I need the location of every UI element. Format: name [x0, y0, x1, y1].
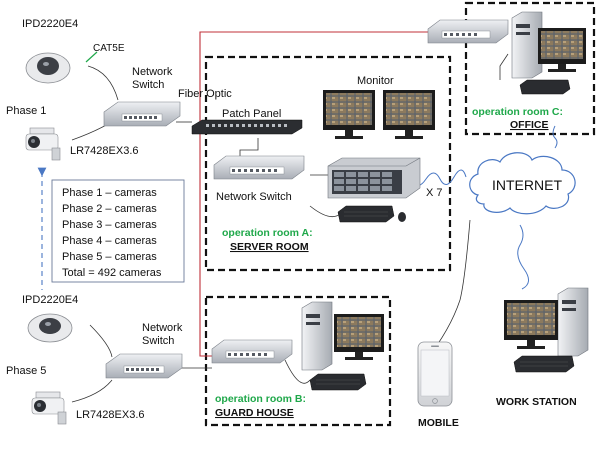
server-icon — [327, 157, 421, 199]
monitor-icon — [334, 314, 384, 360]
op-room-a-label: operation room A: — [222, 227, 313, 239]
tower-pc-icon — [511, 11, 543, 79]
mouse-icon — [398, 212, 406, 222]
tower-pc-icon — [301, 301, 333, 371]
patch-panel-label: Patch Panel — [222, 108, 281, 120]
mobile-label: MOBILE — [418, 417, 459, 429]
network-switch-icon — [211, 339, 293, 364]
network-switch-2-label-b: Switch — [142, 335, 174, 347]
monitor-label: Monitor — [357, 75, 394, 87]
network-switch-a-label: Network Switch — [216, 191, 292, 203]
network-switch-2-label: Network — [142, 322, 183, 334]
phase-line-4: Phase 4 – cameras — [62, 235, 157, 247]
phase-summary-box — [51, 179, 185, 283]
phase1-label: Phase 1 — [6, 105, 46, 117]
dome-camera-icon — [27, 313, 73, 343]
monitor-icon — [383, 90, 435, 139]
phase-line-5: Phase 5 – cameras — [62, 251, 157, 263]
fiber-optic-label: Fiber Optic — [178, 88, 232, 100]
room-b-boundary — [204, 295, 392, 427]
dome-camera-icon — [25, 52, 71, 84]
phase-line-3: Phase 3 – cameras — [62, 219, 157, 231]
guard-house-label: GUARD HOUSE — [215, 407, 294, 419]
network-switch-1-label-b: Switch — [132, 79, 164, 91]
smartphone-icon — [417, 341, 453, 407]
op-room-b-label: operation room B: — [215, 393, 306, 405]
keyboard-icon — [513, 355, 575, 373]
cat5e-label: CAT5E — [93, 43, 125, 54]
network-switch-icon — [103, 101, 181, 127]
network-switch-icon — [105, 353, 183, 379]
network-switch-icon — [213, 155, 305, 180]
cat5e-pointer — [85, 51, 98, 63]
phase-total: Total = 492 cameras — [62, 267, 162, 279]
monitor-icon — [323, 90, 375, 139]
office-label: OFFICE — [510, 119, 549, 131]
squiggle-link-internet-workstation — [517, 224, 529, 290]
room-a-boundary — [204, 55, 452, 272]
tower-pc-icon — [557, 287, 589, 357]
keyboard-icon — [309, 373, 367, 391]
camera-dome-bottom-label: IPD2220E4 — [22, 294, 78, 306]
room-c-boundary — [464, 1, 596, 136]
camera-bullet-bottom-label: LR7428EX3.6 — [76, 409, 145, 421]
phase5-label: Phase 5 — [6, 365, 46, 377]
internet-label: INTERNET — [492, 177, 562, 193]
camera-bullet-top-label: LR7428EX3.6 — [70, 145, 139, 157]
server-count-label: X 7 — [426, 187, 443, 199]
work-station-label: WORK STATION — [496, 396, 577, 408]
keyboard-icon — [519, 79, 571, 95]
camera-dome-top-label: IPD2220E4 — [22, 18, 78, 30]
server-room-label: SERVER ROOM — [230, 241, 309, 253]
cloud-icon — [469, 152, 576, 215]
monitor-icon — [538, 28, 586, 72]
bullet-camera-icon — [31, 391, 67, 425]
squiggle-link-internet-office — [552, 125, 558, 149]
patch-panel-icon — [191, 119, 303, 135]
bullet-camera-icon — [25, 127, 61, 161]
phase-line-1: Phase 1 – cameras — [62, 187, 157, 199]
phase-line-2: Phase 2 – cameras — [62, 203, 157, 215]
network-switch-icon — [427, 19, 509, 44]
keyboard-icon — [337, 205, 395, 223]
monitor-icon — [504, 300, 558, 349]
op-room-c-label: operation room C: — [472, 106, 563, 118]
network-switch-1-label: Network — [132, 66, 173, 78]
